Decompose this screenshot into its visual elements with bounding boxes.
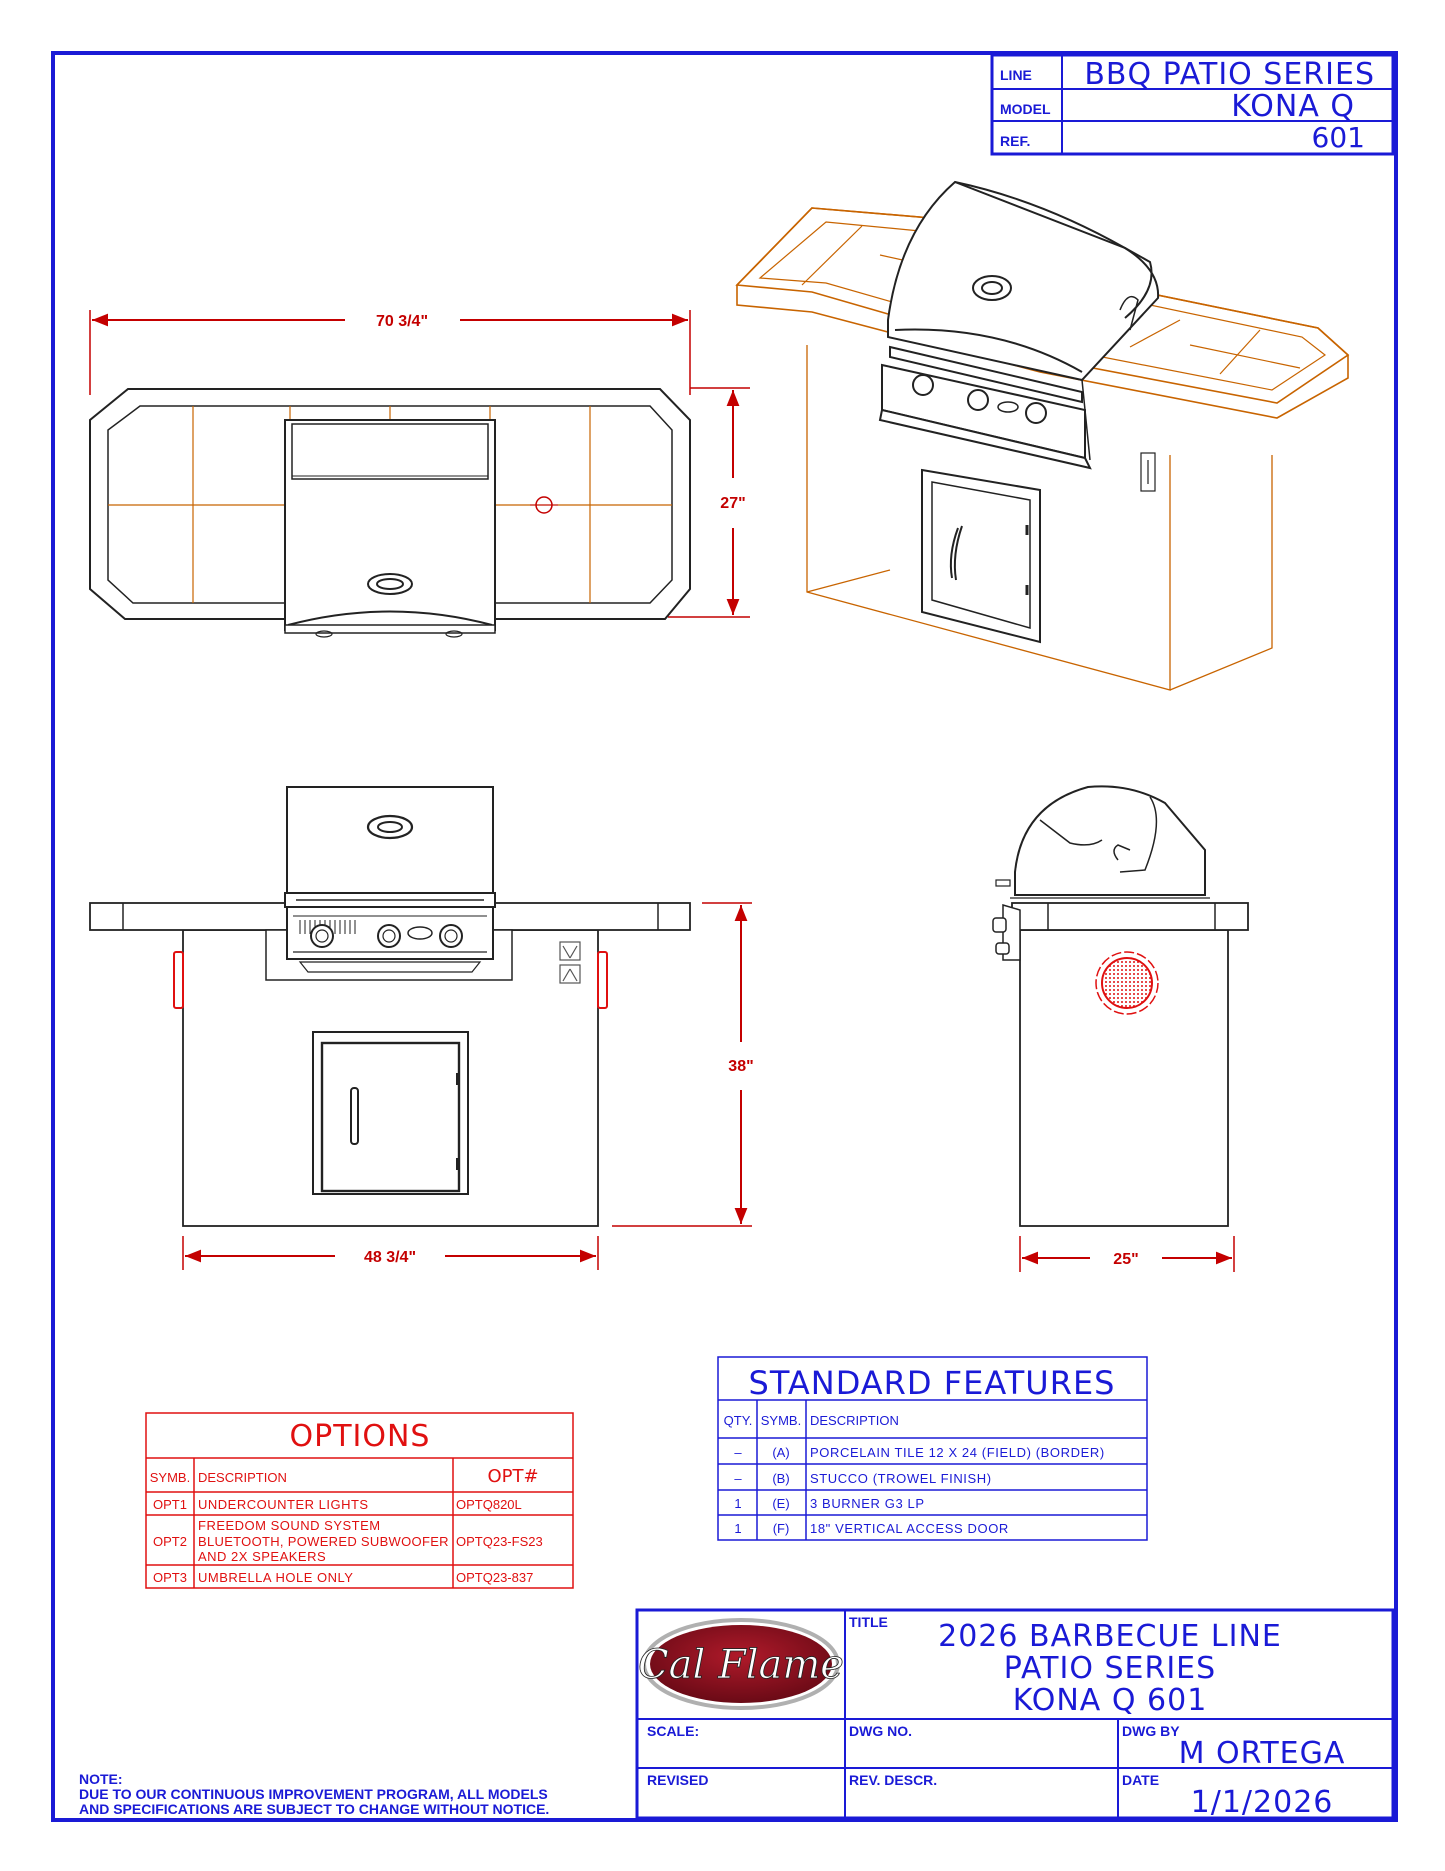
features-col-desc: DESCRIPTION <box>810 1413 899 1428</box>
scale-label: SCALE: <box>647 1723 699 1739</box>
feature-qty-4: 1 <box>734 1521 741 1536</box>
grill-logo-icon <box>367 573 413 595</box>
option-opt-1: OPTQ820L <box>456 1497 522 1512</box>
title-line-1: 2026 BARBECUE LINE <box>938 1619 1282 1654</box>
title-label: TITLE <box>849 1614 888 1630</box>
cal-flame-logo: Cal Flame <box>638 1618 844 1710</box>
dwg-by-value: M ORTEGA <box>1179 1736 1346 1771</box>
options-table <box>145 1412 574 1589</box>
light-right <box>597 951 608 1009</box>
burner-knob-1 <box>310 924 334 948</box>
dwg-no-label: DWG NO. <box>849 1723 912 1739</box>
option-opt-3: OPTQ23-837 <box>456 1570 533 1585</box>
title-line-2: PATIO SERIES <box>1004 1651 1216 1686</box>
features-title: STANDARD FEATURES <box>749 1364 1116 1402</box>
feature-qty-3: 1 <box>734 1496 741 1511</box>
title-line-3: KONA Q 601 <box>1013 1683 1208 1718</box>
feature-symb-1: (A) <box>772 1445 789 1460</box>
dim-top-width: 70 3/4" <box>376 313 428 330</box>
header-block: LINE MODEL REF. BBQ PATIO SERIES KONA Q … <box>990 53 1395 156</box>
logo-text: Cal Flame <box>638 1642 844 1688</box>
options-col-opt: OPT# <box>487 1466 538 1487</box>
isometric-view <box>735 180 1350 691</box>
top-view: 70 3/4" 27" <box>89 310 750 638</box>
dwg-by-label: DWG BY <box>1122 1723 1180 1739</box>
options-title: OPTIONS <box>290 1419 431 1454</box>
options-col-symb: SYMB. <box>150 1470 190 1485</box>
note-label: NOTE: <box>79 1771 123 1787</box>
option-desc-1: UNDERCOUNTER LIGHTS <box>198 1497 369 1512</box>
feature-symb-4: (F) <box>773 1521 790 1536</box>
option-desc-2b: BLUETOOTH, POWERED SUBWOOFER <box>198 1534 449 1549</box>
rev-descr-label: REV. DESCR. <box>849 1772 937 1788</box>
option-symb-3: OPT3 <box>153 1570 187 1585</box>
option-opt-2: OPTQ23-FS23 <box>456 1534 543 1549</box>
feature-desc-1: PORCELAIN TILE 12 X 24 (FIELD) (BORDER) <box>810 1445 1105 1460</box>
feature-desc-4: 18" VERTICAL ACCESS DOOR <box>810 1521 1009 1536</box>
side-view: 25" <box>992 785 1249 1272</box>
ref-value: 601 <box>1312 121 1365 154</box>
feature-symb-3: (E) <box>772 1496 789 1511</box>
title-block <box>635 1608 1395 1820</box>
features-table <box>717 1356 1148 1541</box>
option-desc-2a: FREEDOM SOUND SYSTEM <box>198 1518 381 1533</box>
iso-logo-icon <box>972 275 1012 301</box>
speaker-icon <box>559 941 581 984</box>
subwoofer-icon <box>1095 951 1159 1015</box>
line-label: LINE <box>1000 67 1032 83</box>
date-value: 1/1/2026 <box>1191 1785 1334 1820</box>
feature-symb-2: (B) <box>772 1471 789 1486</box>
option-symb-1: OPT1 <box>153 1497 187 1512</box>
features-col-symb: SYMB. <box>761 1413 801 1428</box>
feature-qty-1: – <box>734 1445 742 1460</box>
features-col-qty: QTY. <box>724 1413 753 1428</box>
model-label: MODEL <box>1000 101 1051 117</box>
sheet-border <box>51 51 1398 1822</box>
dim-top-depth: 27" <box>720 495 745 512</box>
burner-knob-2 <box>377 924 401 948</box>
revised-label: REVISED <box>647 1772 708 1788</box>
light-left <box>173 951 184 1009</box>
dim-front-height: 38" <box>728 1058 753 1075</box>
front-view: 48 3/4" 38" <box>89 786 754 1270</box>
feature-desc-2: STUCCO (TROWEL FINISH) <box>810 1471 992 1486</box>
options-col-desc: DESCRIPTION <box>198 1470 287 1485</box>
note-line-2: AND SPECIFICATIONS ARE SUBJECT TO CHANGE… <box>79 1801 549 1817</box>
line-value: BBQ PATIO SERIES <box>1084 57 1375 92</box>
burner-knob-3 <box>439 924 463 948</box>
model-value: KONA Q <box>1231 89 1355 124</box>
dim-front-width: 48 3/4" <box>364 1249 416 1266</box>
option-desc-2c: AND 2X SPEAKERS <box>198 1549 326 1564</box>
option-symb-2: OPT2 <box>153 1534 187 1549</box>
front-logo-icon <box>366 814 414 840</box>
date-label: DATE <box>1122 1772 1159 1788</box>
note-line-1: DUE TO OUR CONTINUOUS IMPROVEMENT PROGRA… <box>79 1786 548 1802</box>
option-desc-3: UMBRELLA HOLE ONLY <box>198 1570 353 1585</box>
ref-label: REF. <box>1000 133 1030 149</box>
feature-qty-2: – <box>734 1471 742 1486</box>
dim-side-depth: 25" <box>1113 1251 1138 1268</box>
feature-desc-3: 3 BURNER G3 LP <box>810 1496 925 1511</box>
